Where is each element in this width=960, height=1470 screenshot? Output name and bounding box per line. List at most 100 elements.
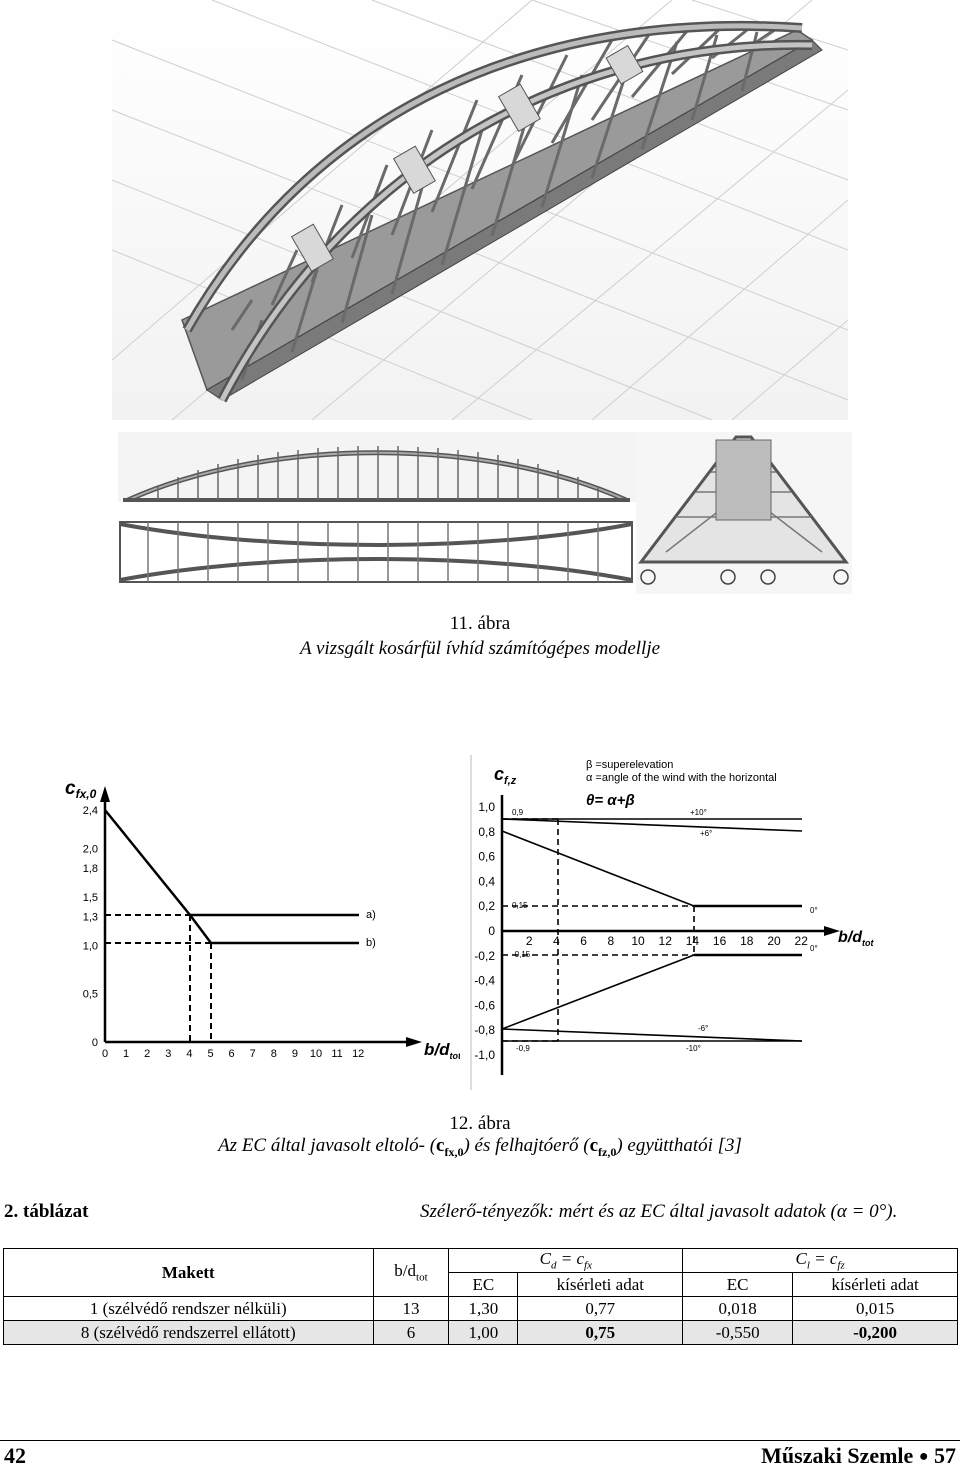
ann-0-15: 0,15 — [512, 901, 528, 910]
right-y-tick-label: -0,2 — [474, 949, 495, 963]
table-row: 8 (szélvédő rendszerrel ellátott) 6 1,00… — [3, 1320, 958, 1345]
right-y-tick-label: 1,0 — [478, 800, 495, 814]
figure-11-caption: A vizsgált kosárfül ívhíd számítógépes m… — [299, 638, 661, 659]
right-x-tick-label: 12 — [659, 934, 673, 948]
figure-12-number: 12. ábra — [449, 1113, 511, 1134]
left-y-tick-label: 1,8 — [83, 863, 98, 875]
right-y-axis-label: cf,z — [494, 764, 517, 787]
curve-b — [189, 914, 359, 945]
bullet-icon: ● — [918, 1448, 929, 1465]
bridge-3d-model-image — [112, 0, 848, 420]
left-x-tick-label: 6 — [229, 1048, 235, 1060]
curve-a — [104, 809, 359, 917]
left-y-tick-label: 1,5 — [83, 892, 98, 904]
curve-a-label: a) — [366, 909, 376, 921]
journal-name: Műszaki Szemle — [761, 1443, 914, 1468]
cell-cd-ec: 1,00 — [448, 1320, 519, 1345]
ann-plus-10: +10° — [690, 808, 707, 817]
header-cl: Cl = cfz — [682, 1248, 958, 1273]
header-cd: Cd = cfx — [448, 1248, 684, 1273]
right-x-axis-label: b/dtot — [838, 929, 874, 948]
right-y-tick-label: -0,6 — [474, 998, 495, 1012]
left-x-tick-label: 9 — [292, 1048, 298, 1060]
left-x-tick-label: 7 — [250, 1048, 256, 1060]
right-x-tick-label: 4 — [553, 934, 560, 948]
footer-rule — [0, 1440, 960, 1441]
chart-cfz: cf,z β =superelevation α =angle of the w… — [468, 755, 880, 1090]
right-y-tick-label: -0,4 — [474, 974, 495, 988]
bridge-elevation-image — [118, 432, 636, 594]
left-y-tick-label: 0,5 — [83, 989, 98, 1001]
table-2-title: Szélerő-tényezők: mért és az EC által ja… — [420, 1201, 898, 1222]
left-x-tick-label: 1 — [123, 1048, 129, 1060]
formula-theta: θ= α+β — [586, 792, 635, 809]
right-y-tick-label: 0,6 — [478, 850, 495, 864]
cell-cd-ec: 1,30 — [448, 1296, 519, 1321]
cell-cl-exp: 0,015 — [792, 1296, 958, 1321]
subheader-exp-1: kísérleti adat — [517, 1272, 684, 1297]
left-x-tick-label: 10 — [310, 1048, 322, 1060]
left-y-tick-label: 1,0 — [83, 940, 98, 952]
right-y-tick-label: 0,2 — [478, 899, 495, 913]
cell-cd-exp: 0,75 — [517, 1320, 684, 1345]
subheader-ec-2: EC — [682, 1272, 794, 1297]
right-y-tick-label: 0,4 — [478, 874, 495, 888]
ann-plus-6: +6° — [700, 829, 712, 838]
table-row: 1 (szélvédő rendszer nélküli) 13 1,30 0,… — [3, 1296, 958, 1321]
header-makett: Makett — [3, 1248, 374, 1297]
ann-0-deg-a: 0° — [810, 906, 818, 915]
right-x-tick-label: 22 — [795, 934, 809, 948]
right-x-tick-label: 16 — [713, 934, 727, 948]
left-y-tick-label: 0 — [92, 1037, 98, 1049]
header-bd: b/dtot — [372, 1248, 450, 1297]
left-x-tick-label: 8 — [271, 1048, 277, 1060]
right-x-tick-label: 14 — [686, 934, 700, 948]
page-number-right: 57 — [934, 1443, 956, 1468]
left-x-tick-label: 2 — [144, 1048, 150, 1060]
right-x-tick-label: 10 — [631, 934, 645, 948]
left-x-tick-label: 5 — [207, 1048, 213, 1060]
ann-minus-10: -10° — [686, 1044, 701, 1053]
right-y-tick-label: -0,8 — [474, 1023, 495, 1037]
right-x-tick-label: 2 — [526, 934, 533, 948]
right-x-tick-label: 6 — [580, 934, 587, 948]
cell-cl-ec: -0,550 — [682, 1320, 794, 1345]
left-x-tick-label: 0 — [102, 1048, 108, 1060]
right-y-tick-label: 0,8 — [478, 825, 495, 839]
legend-alpha: α =angle of the wind with the horizontal — [586, 772, 777, 784]
right-x-tick-label: 18 — [740, 934, 754, 948]
curve-b-label: b) — [366, 937, 376, 949]
right-y-tick-label: 0 — [488, 924, 495, 938]
cell-cd-exp: 0,77 — [517, 1296, 684, 1321]
page-number-left: 42 — [4, 1443, 26, 1468]
cell-makett: 1 (szélvédő rendszer nélküli) — [3, 1296, 374, 1321]
bridge-end-view-image — [636, 432, 852, 594]
left-y-tick-label: 1,3 — [83, 911, 98, 923]
subheader-ec-1: EC — [448, 1272, 519, 1297]
left-y-axis-label: cfx,0 — [65, 778, 97, 801]
right-x-tick-label: 20 — [767, 934, 781, 948]
figure-12-caption: Az EC által javasolt eltoló- (cfx,0) és … — [218, 1135, 742, 1159]
cell-bd: 6 — [372, 1320, 450, 1345]
left-x-tick-label: 12 — [352, 1048, 364, 1060]
footer-journal: Műszaki Szemle ● 57 — [761, 1443, 956, 1469]
left-x-axis-label: b/dtot — [424, 1040, 460, 1061]
ann-0-deg-b: 0° — [810, 944, 818, 953]
cell-bd: 13 — [372, 1296, 450, 1321]
ann-minus-0-9: -0,9 — [516, 1044, 530, 1053]
right-y-tick-label: -1,0 — [474, 1048, 495, 1062]
ann-minus-6: -6° — [698, 1024, 708, 1033]
right-x-tick-label: 8 — [607, 934, 614, 948]
table-2-label: 2. táblázat — [4, 1201, 89, 1222]
cell-makett: 8 (szélvédő rendszerrel ellátott) — [3, 1320, 374, 1345]
subheader-exp-2: kísérleti adat — [792, 1272, 958, 1297]
ann-0-9: 0,9 — [512, 808, 524, 817]
left-x-tick-label: 11 — [331, 1048, 342, 1060]
wind-coefficient-table: Makett b/dtot Cd = cfx Cl = cfz EC kísér… — [3, 1248, 958, 1345]
cell-cl-ec: 0,018 — [682, 1296, 794, 1321]
cell-cl-exp: -0,200 — [792, 1320, 958, 1345]
left-y-tick-label: 2,0 — [83, 844, 98, 856]
left-x-tick-label: 3 — [165, 1048, 171, 1060]
left-x-tick-label: 4 — [186, 1048, 192, 1060]
